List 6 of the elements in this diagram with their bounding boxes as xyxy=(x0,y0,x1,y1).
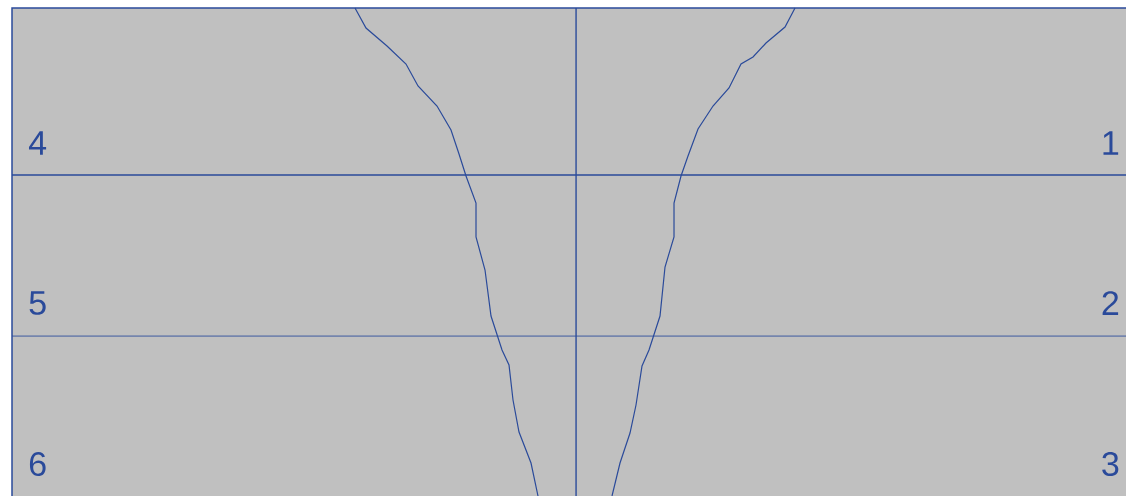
zone-number: 4 xyxy=(29,131,47,155)
zone-number: 2 xyxy=(1102,291,1119,315)
zone-number: 5 xyxy=(29,291,46,315)
zone-number: 6 xyxy=(29,451,46,477)
zone-number: 1 xyxy=(1103,131,1119,155)
zone-number: 3 xyxy=(1102,451,1119,477)
